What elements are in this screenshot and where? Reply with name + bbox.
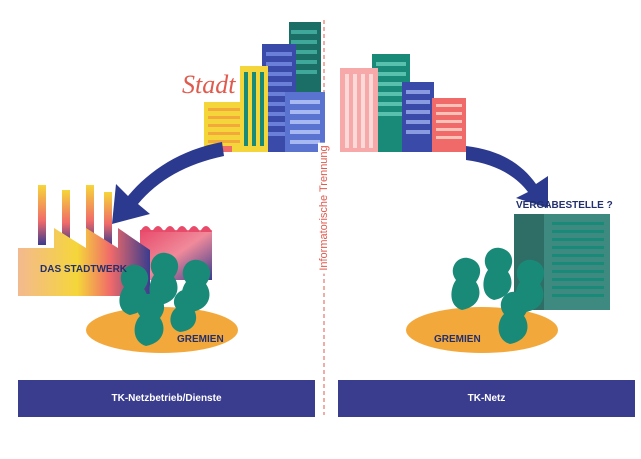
gremien-right-platform <box>406 307 558 353</box>
arrow-left <box>112 142 224 224</box>
gremien-left-label: GREMIEN <box>177 334 224 345</box>
gremien-right-label: GREMIEN <box>434 334 481 345</box>
divider-label: Informatorische Trennung <box>318 142 330 274</box>
stadtwerk-label: DAS STADTWERK <box>40 264 128 275</box>
people-left <box>119 252 211 346</box>
bar-tk-netz: TK-Netz <box>338 380 635 417</box>
bar-netzbetrieb-label: TK-Netzbetrieb/Dienste <box>111 393 222 404</box>
bar-netzbetrieb: TK-Netzbetrieb/Dienste <box>18 380 315 417</box>
city-right <box>340 54 466 152</box>
people-right <box>451 247 545 344</box>
factory <box>18 185 212 296</box>
vergabestelle-label: VERGABESTELLE ? <box>516 200 613 211</box>
bar-tk-netz-label: TK-Netz <box>467 393 506 404</box>
arrow-right <box>466 146 548 208</box>
vergabestelle-building <box>514 214 610 310</box>
city-left <box>204 22 325 152</box>
stadt-label: Stadt <box>182 70 236 99</box>
